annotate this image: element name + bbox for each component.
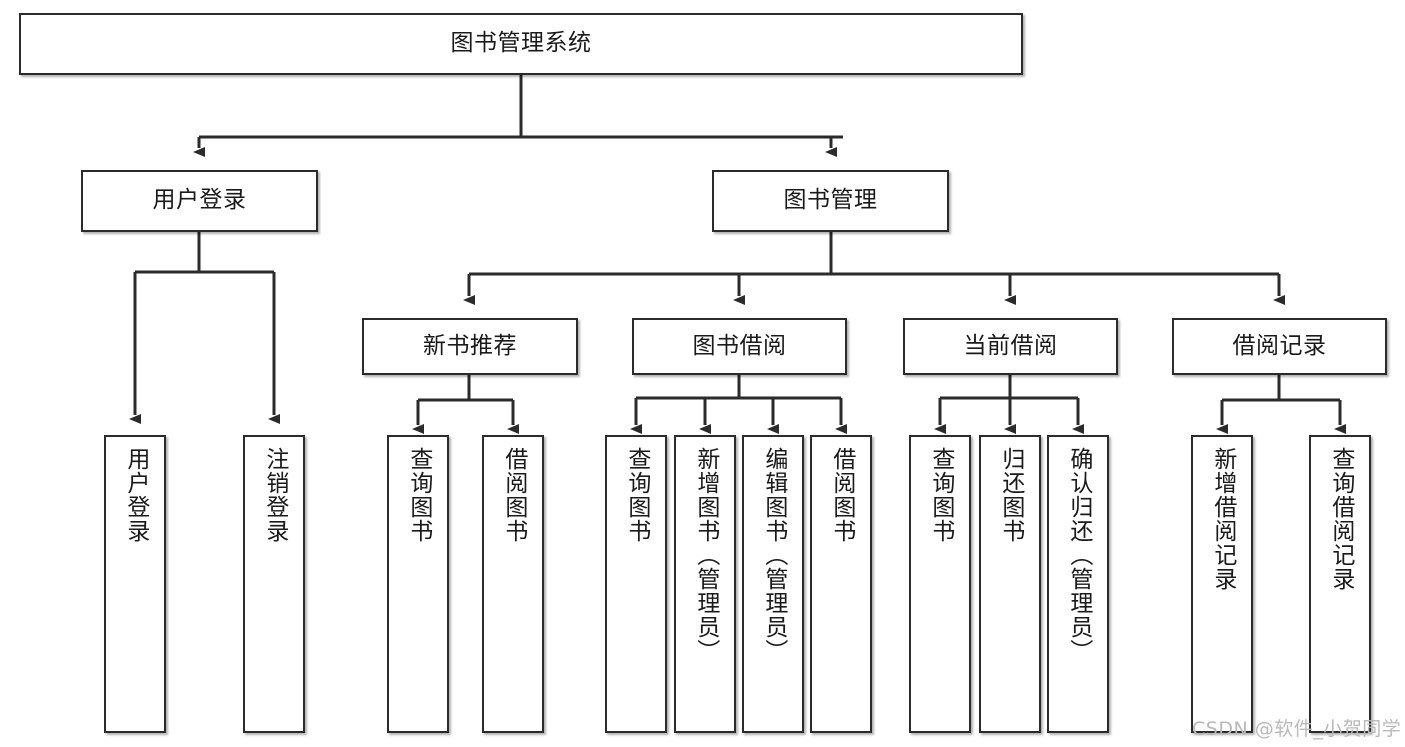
node-leaf-confirm-return[interactable]: 确认归还（管理员） xyxy=(1047,435,1109,733)
node-leaf-borrow-book-2[interactable]: 借阅图书 xyxy=(810,435,872,733)
node-user-login[interactable]: 用户登录 xyxy=(81,170,318,232)
node-new-book-recommend-label: 新书推荐 xyxy=(423,332,517,359)
node-leaf-return-book[interactable]: 归还图书 xyxy=(979,435,1041,733)
node-leaf-add-book[interactable]: 新增图书（管理员） xyxy=(674,435,736,733)
node-leaf-query-record-label: 查询借阅记录 xyxy=(1327,447,1354,591)
node-leaf-logout[interactable]: 注销登录 xyxy=(243,435,305,733)
node-root[interactable]: 图书管理系统 xyxy=(19,13,1023,75)
node-leaf-edit-book[interactable]: 编辑图书（管理员） xyxy=(742,435,804,733)
node-borrow-record-label: 借阅记录 xyxy=(1232,332,1327,359)
node-book-borrow-label: 图书借阅 xyxy=(692,332,787,359)
node-leaf-borrow-book-2-label: 借阅图书 xyxy=(828,447,855,543)
node-book-manage[interactable]: 图书管理 xyxy=(712,170,949,232)
node-leaf-borrow-book-1-label: 借阅图书 xyxy=(500,447,527,543)
node-user-login-label: 用户登录 xyxy=(152,187,247,214)
node-leaf-user-login-label: 用户登录 xyxy=(122,447,149,543)
node-leaf-user-login[interactable]: 用户登录 xyxy=(104,435,166,733)
node-leaf-query-book-2-label: 查询图书 xyxy=(623,447,650,543)
node-book-borrow[interactable]: 图书借阅 xyxy=(632,318,847,375)
node-leaf-add-record-label: 新增借阅记录 xyxy=(1209,447,1236,591)
node-leaf-add-record[interactable]: 新增借阅记录 xyxy=(1191,435,1253,733)
node-leaf-edit-book-label: 编辑图书（管理员） xyxy=(760,447,787,663)
node-leaf-return-book-label: 归还图书 xyxy=(997,447,1024,543)
node-leaf-logout-label: 注销登录 xyxy=(261,447,288,543)
node-leaf-query-book-1-label: 查询图书 xyxy=(405,447,432,543)
node-current-borrow-label: 当前借阅 xyxy=(963,332,1058,359)
node-leaf-query-book-2[interactable]: 查询图书 xyxy=(605,435,667,733)
node-leaf-borrow-book-1[interactable]: 借阅图书 xyxy=(482,435,544,733)
node-current-borrow[interactable]: 当前借阅 xyxy=(903,318,1118,375)
node-root-label: 图书管理系统 xyxy=(450,30,592,57)
node-leaf-query-book-3[interactable]: 查询图书 xyxy=(909,435,971,733)
node-new-book-recommend[interactable]: 新书推荐 xyxy=(362,318,578,375)
node-leaf-query-book-3-label: 查询图书 xyxy=(927,447,954,543)
node-book-manage-label: 图书管理 xyxy=(783,187,878,214)
csdn-watermark: CSDN @软件_小贺同学 xyxy=(1192,718,1402,740)
node-leaf-confirm-return-label: 确认归还（管理员） xyxy=(1065,447,1092,663)
node-leaf-query-record[interactable]: 查询借阅记录 xyxy=(1309,435,1371,733)
node-borrow-record[interactable]: 借阅记录 xyxy=(1172,318,1387,375)
node-leaf-query-book-1[interactable]: 查询图书 xyxy=(387,435,449,733)
node-leaf-add-book-label: 新增图书（管理员） xyxy=(692,447,719,663)
